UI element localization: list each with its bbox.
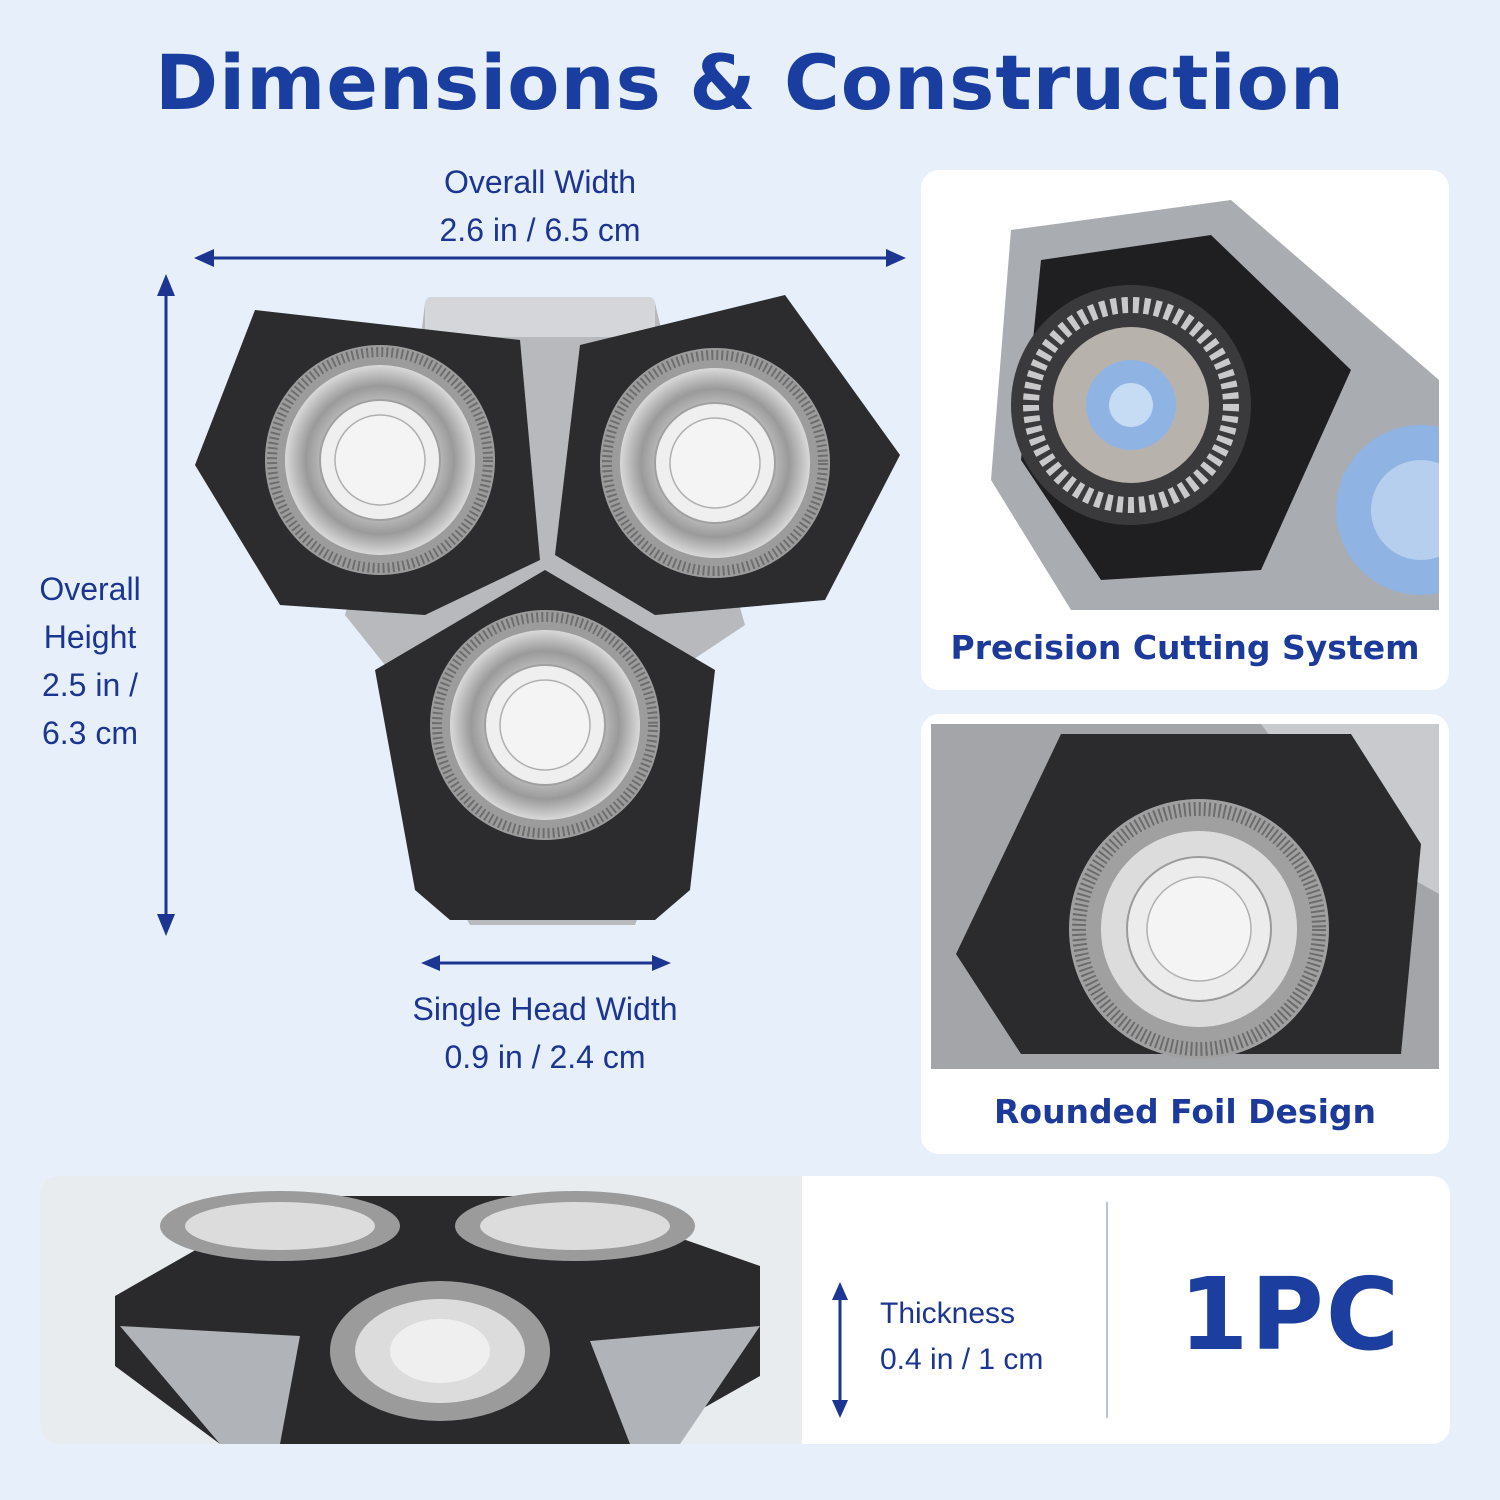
quantity-label: 1PC xyxy=(1178,1256,1402,1373)
thickness-annotation: Thickness 0.4 in / 1 cm xyxy=(880,1291,1110,1383)
overall-height-label-2: Height xyxy=(43,619,137,655)
thickness-label: Thickness xyxy=(880,1297,1016,1330)
single-head-width-annotation: Single Head Width 0.9 in / 2.4 cm xyxy=(345,985,745,1081)
thickness-value: 0.4 in / 1 cm xyxy=(880,1343,1044,1376)
single-head-width-label: Single Head Width xyxy=(412,991,678,1027)
overall-height-value-2: 6.3 cm xyxy=(41,715,139,751)
single-head-width-value: 0.9 in / 2.4 cm xyxy=(444,1039,646,1075)
rounded-foil-image xyxy=(931,724,1439,1069)
feature-card-precision-cutting: Precision Cutting System xyxy=(921,170,1449,690)
overall-height-label-1: Overall xyxy=(39,571,141,607)
thickness-arrow xyxy=(832,1282,848,1418)
single-head-width-arrow xyxy=(421,955,671,971)
rounded-foil-caption: Rounded Foil Design xyxy=(993,1092,1376,1131)
overall-width-label: Overall Width xyxy=(443,164,637,200)
feature-card-rounded-foil: Rounded Foil Design xyxy=(921,714,1449,1154)
side-view-product-image xyxy=(40,1176,802,1444)
shaver-head-bottom xyxy=(375,570,715,920)
shaver-head-product-image xyxy=(195,295,900,925)
precision-cutting-caption: Precision Cutting System xyxy=(950,628,1420,667)
overall-width-arrow xyxy=(194,249,906,267)
bottom-thickness-panel: Thickness 0.4 in / 1 cm 1PC xyxy=(40,1176,1450,1444)
shaver-head-left xyxy=(195,310,540,615)
panel-divider xyxy=(1106,1202,1108,1418)
overall-height-arrow xyxy=(157,274,175,936)
page-title: Dimensions & Construction xyxy=(154,38,1345,127)
precision-cutting-image xyxy=(931,180,1439,610)
overall-height-value-1: 2.5 in / xyxy=(41,667,139,703)
shaver-head-right xyxy=(555,295,900,615)
overall-width-annotation: Overall Width 2.6 in / 6.5 cm xyxy=(330,158,750,254)
overall-height-annotation: Overall Height 2.5 in / 6.3 cm xyxy=(10,565,170,757)
overall-width-value: 2.6 in / 6.5 cm xyxy=(439,212,641,248)
